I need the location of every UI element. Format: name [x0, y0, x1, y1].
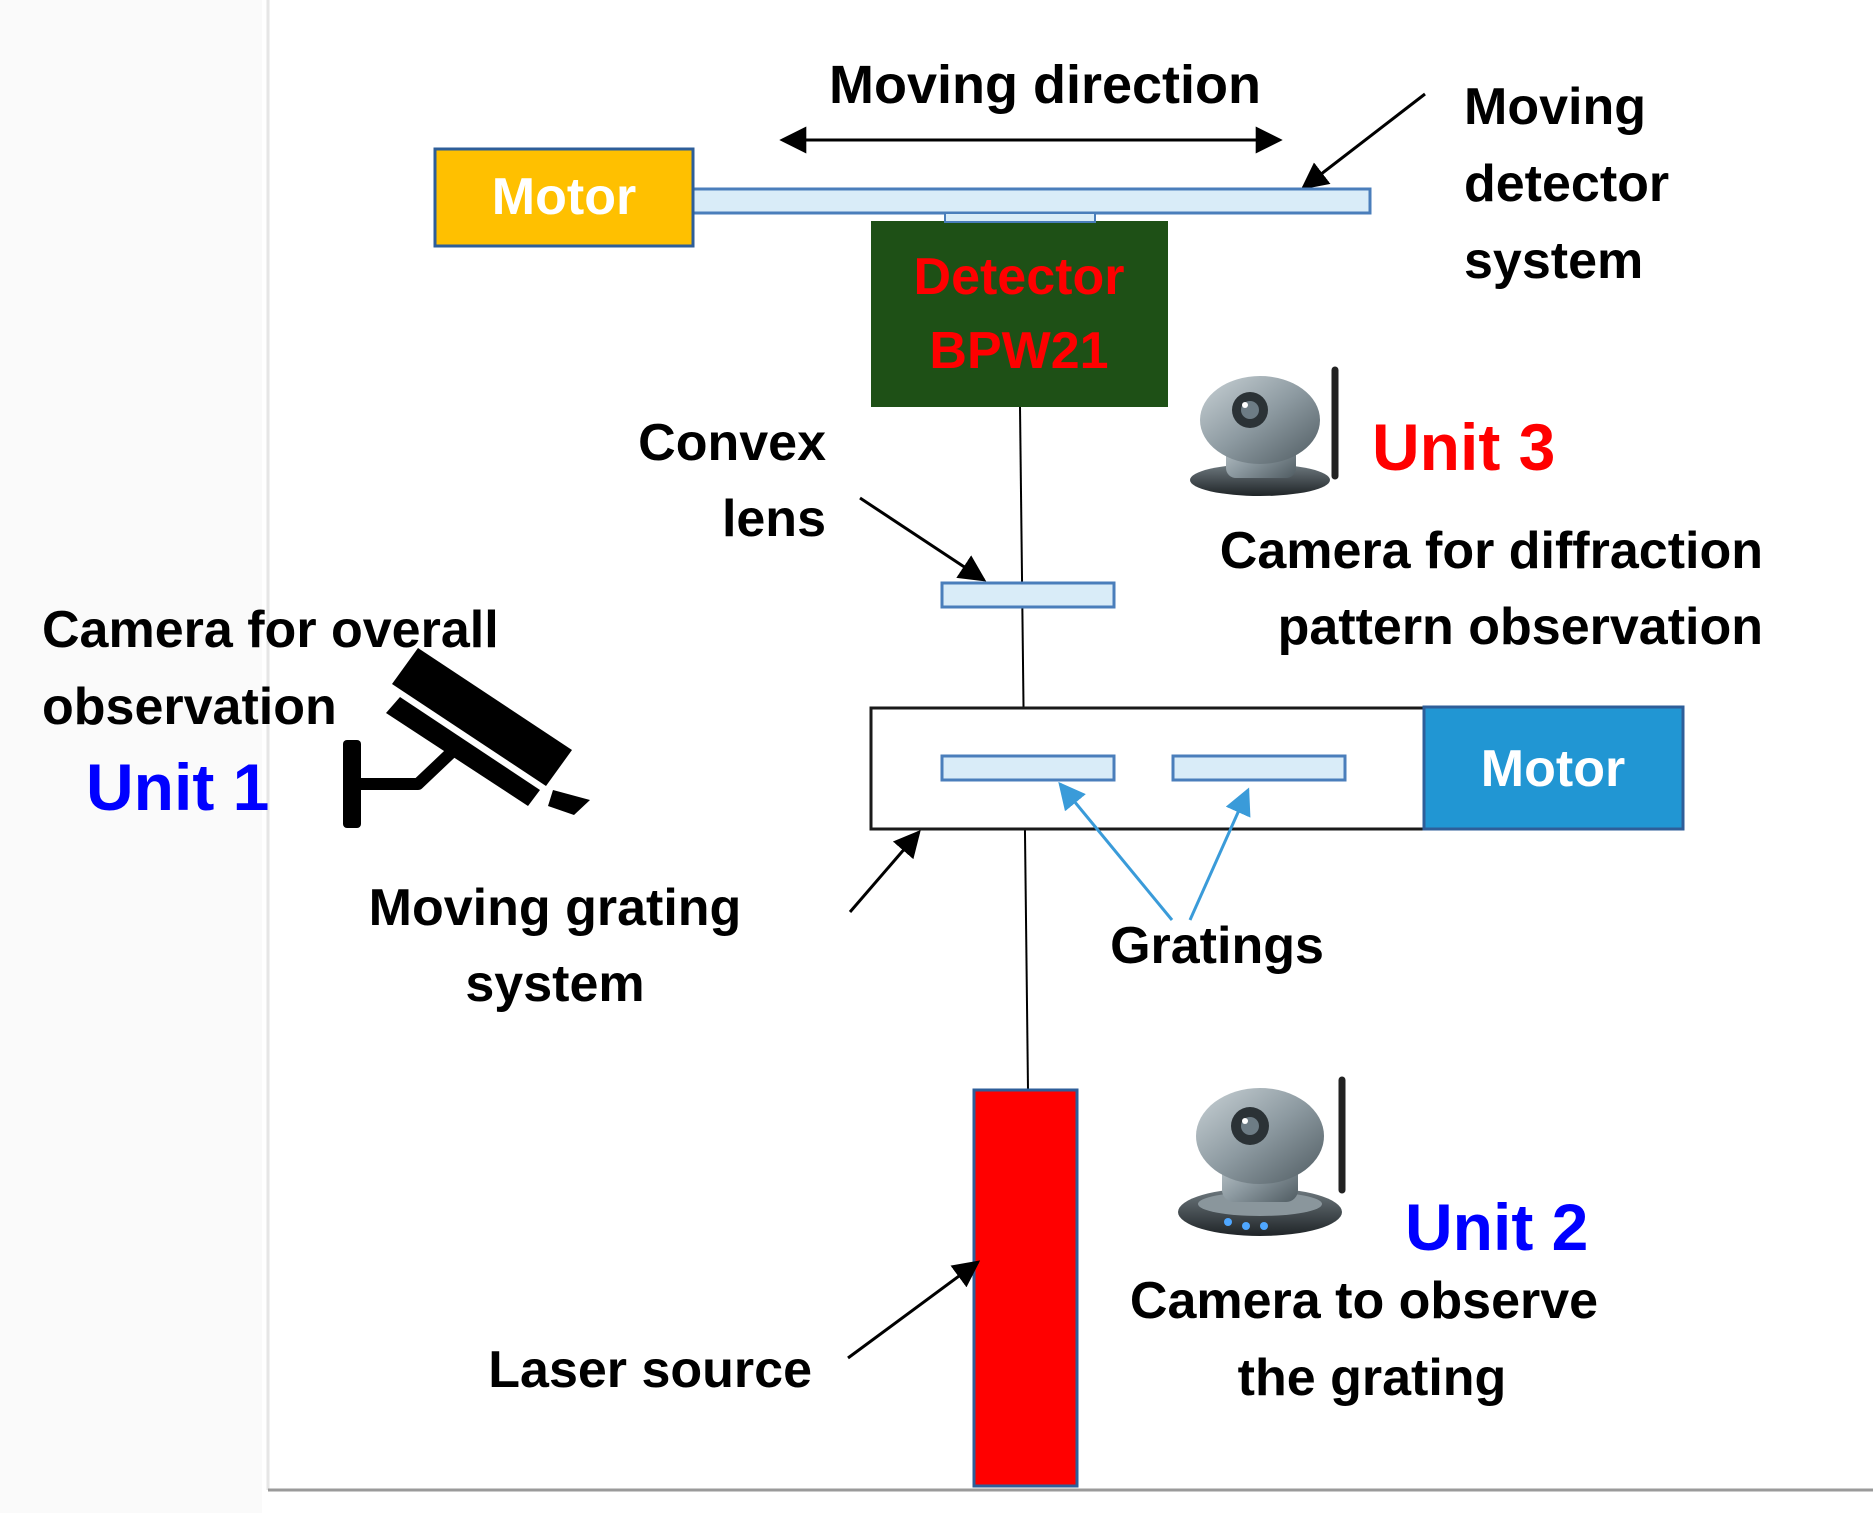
ip-camera-icon — [1178, 1076, 1346, 1236]
detector-label-line2: BPW21 — [929, 322, 1108, 380]
detector-rail — [690, 187, 1372, 215]
unit-2-label: Unit 2 — [1405, 1190, 1588, 1264]
top-motor-label: Motor — [492, 168, 636, 226]
convex-lens — [940, 581, 1116, 609]
camera-3-label-line1: Camera for diffraction — [1220, 522, 1763, 580]
left-margin — [0, 0, 262, 1513]
unit-1-label: Unit 1 — [86, 750, 269, 824]
moving-detector-label-line3: system — [1464, 232, 1643, 290]
camera-3-label-line2: pattern observation — [1278, 598, 1763, 656]
moving-direction-label: Moving direction — [829, 55, 1261, 115]
cctv-camera-icon — [343, 648, 590, 828]
camera-2-label-line2: the grating — [1238, 1349, 1507, 1407]
detector-box — [871, 221, 1168, 407]
ip-camera-icon — [1190, 366, 1339, 496]
moving-grating-label-line1: Moving grating — [369, 879, 742, 937]
convex-lens-arrow — [859, 496, 987, 582]
grating-motor-label: Motor — [1481, 740, 1625, 798]
top-motor — [433, 147, 695, 248]
gratings-label: Gratings — [1110, 917, 1324, 975]
convex-lens-label-line1: Convex — [638, 414, 826, 472]
grating-motor — [1422, 705, 1685, 831]
gratings-arrow-1 — [1058, 781, 1174, 921]
grating-2 — [1171, 754, 1347, 782]
camera-1-label-line2: observation — [42, 678, 337, 736]
detector-mount — [944, 212, 1096, 223]
laser-source — [972, 1088, 1079, 1488]
camera-1-label-line1: Camera for overall — [42, 601, 499, 659]
moving-grating-arrow — [848, 829, 921, 913]
gratings-arrow-2 — [1188, 787, 1251, 921]
moving-detector-arrow — [1300, 92, 1426, 190]
convex-lens-label-line2: lens — [722, 490, 826, 548]
laser-source-label: Laser source — [488, 1341, 812, 1399]
unit-3-label: Unit 3 — [1372, 410, 1555, 484]
camera-2-label-line1: Camera to observe — [1130, 1272, 1598, 1330]
moving-grating-label-line2: system — [465, 955, 644, 1013]
grating-1 — [940, 754, 1116, 782]
moving-detector-label-line2: detector — [1464, 155, 1669, 213]
moving-detector-label-line1: Moving — [1464, 78, 1646, 136]
detector-label-line1: Detector — [914, 248, 1125, 306]
laser-source-arrow — [847, 1260, 981, 1360]
